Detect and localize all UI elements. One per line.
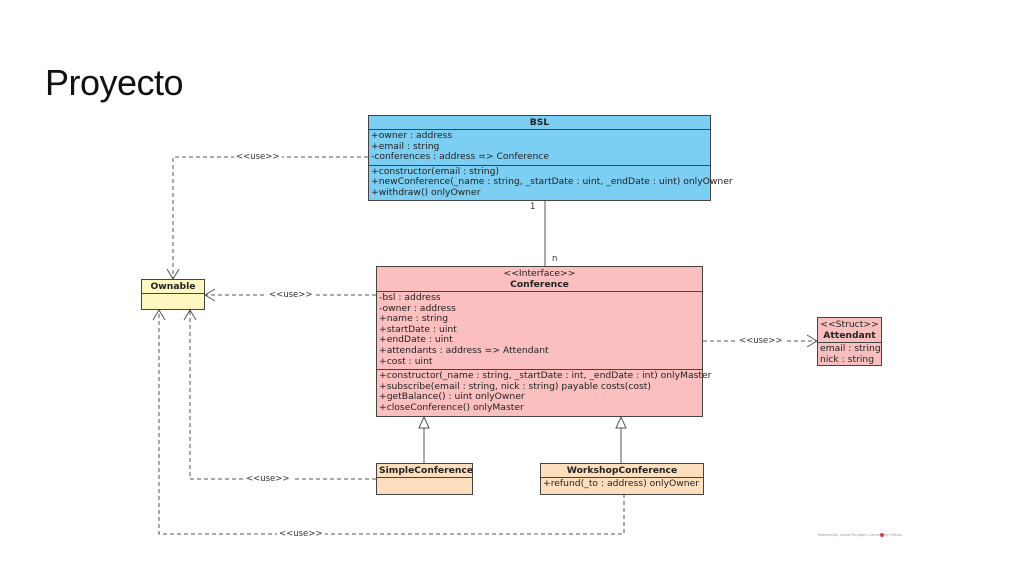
use-label-bsl-ownable: <<use>>: [234, 152, 282, 162]
class-attendant: <<Struct>> Attendant email : string nick…: [817, 317, 882, 366]
class-conference-method: +getBalance() : uint onlyOwner: [379, 391, 525, 403]
simple-ownable-use-line: [189, 310, 376, 480]
class-ownable: Ownable: [141, 279, 205, 310]
class-bsl-method: +constructor(email : string): [371, 165, 500, 177]
class-conference-attribute: +attendants : address => Attendant: [379, 344, 549, 356]
simple-generalization-triangle: [418, 415, 430, 429]
class-attendant-attribute: nick : string: [820, 353, 875, 365]
class-ownable-name: Ownable: [142, 280, 204, 294]
class-conference-stereotype: <<Interface>>: [503, 268, 576, 279]
footer-logo-icon: [880, 533, 884, 537]
footer-watermark: Powered By Visual Paradigm Community Edi…: [818, 533, 903, 537]
class-conference-method: +subscribe(email : string, nick : string…: [379, 380, 651, 392]
class-workshop-conference-methods: +refund(_to : address) onlyOwner: [541, 478, 703, 492]
class-workshop-conference-name: WorkshopConference: [541, 464, 703, 478]
class-conference-attribute: -bsl : address: [379, 292, 441, 303]
class-bsl-method: +withdraw() onlyOwner: [371, 186, 481, 198]
use-label-workshop-ownable: <<use>>: [277, 529, 325, 539]
class-conference-attributes: -bsl : address -owner : address +name : …: [377, 292, 702, 369]
use-label-conference-ownable: <<use>>: [267, 290, 315, 300]
simple-ownable-arrowhead: [183, 309, 197, 321]
class-bsl-method: +newConference(_name : string, _startDat…: [371, 176, 733, 188]
class-bsl-attribute: -conferences : address => Conference: [371, 151, 550, 163]
class-workshop-conference-method: +refund(_to : address) onlyOwner: [543, 478, 700, 489]
class-attendant-stereotype: <<Struct>>: [820, 319, 879, 330]
class-conference-attribute: +startDate : uint: [379, 323, 457, 335]
class-attendant-header: <<Struct>> Attendant: [818, 318, 881, 343]
class-conference: <<Interface>> Conference -bsl : address …: [376, 266, 712, 417]
class-conference-method: +closeConference() onlyMaster: [379, 401, 524, 413]
class-attendant-name: Attendant: [823, 330, 876, 341]
class-bsl-name: BSL: [369, 116, 710, 130]
class-conference-methods: +constructor(_name : string, _startDate …: [377, 369, 712, 415]
slide-title: Proyecto: [45, 62, 184, 103]
multiplicity-conference: n: [552, 254, 558, 264]
class-conference-attribute: +cost : uint: [379, 355, 433, 367]
bsl-ownable-use-line: [172, 156, 368, 279]
class-conference-attribute: -owner : address: [379, 302, 456, 314]
class-conference-name: Conference: [510, 279, 569, 290]
class-attendant-attribute: email : string: [820, 343, 881, 354]
multiplicity-bsl: 1: [530, 202, 536, 212]
class-conference-attribute: +name : string: [379, 313, 449, 325]
class-simple-conference-name: SimpleConference: [377, 465, 474, 478]
workshop-generalization-triangle: [615, 415, 627, 429]
class-bsl-attributes: +owner : address +email : string -confer…: [369, 130, 710, 165]
class-conference-header: <<Interface>> Conference: [377, 267, 702, 292]
class-conference-attribute: +endDate : uint: [379, 334, 453, 346]
class-attendant-attributes: email : string nick : string: [818, 343, 881, 367]
use-label-conference-attendant: <<use>>: [737, 336, 785, 346]
class-bsl: BSL +owner : address +email : string -co…: [368, 115, 733, 201]
workshop-ownable-arrowhead: [152, 309, 166, 321]
class-simple-conference: SimpleConference: [376, 463, 473, 495]
class-bsl-methods: +constructor(email : string) +newConfere…: [369, 164, 733, 201]
workshop-ownable-use-line: [158, 310, 625, 535]
use-label-simple-ownable: <<use>>: [244, 474, 292, 484]
class-conference-method: +constructor(_name : string, _startDate …: [379, 370, 712, 382]
class-workshop-conference: WorkshopConference +refund(_to : address…: [540, 463, 704, 495]
class-bsl-attribute: +email : string: [371, 140, 440, 152]
class-bsl-attribute: +owner : address: [371, 130, 453, 141]
conference-ownable-arrowhead: [204, 288, 216, 302]
